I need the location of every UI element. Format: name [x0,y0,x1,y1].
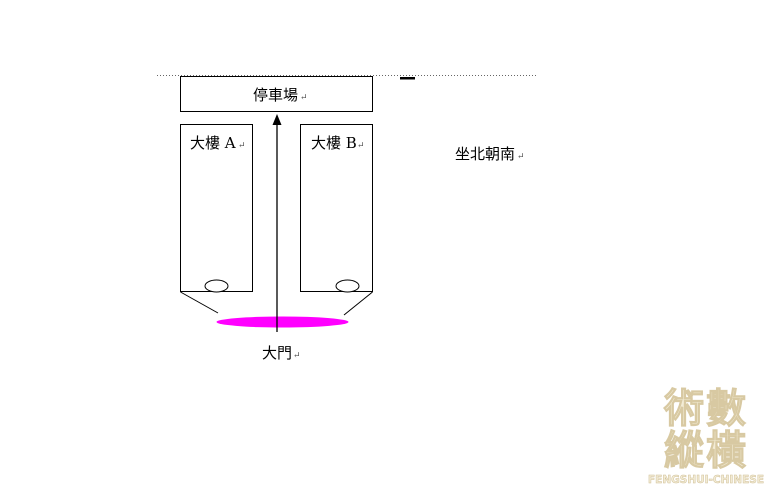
dash-marker [400,77,415,80]
watermark-line1: 術數 [663,385,748,432]
building-a-splay-line [180,291,219,314]
building-a-label: 大樓 A [190,134,236,152]
orientation-label: 坐北朝南 [455,145,515,163]
watermark-line2: 縱橫 [664,427,748,474]
building-a-entrance [204,279,229,293]
building-b-entrance [335,279,360,293]
building-b-para-mark: ↵ [357,141,365,151]
gate-label: 大門 [262,344,292,362]
parking-para-mark: ↵ [300,93,308,103]
entry-arrow-head [272,114,282,125]
building-b-splay-line [343,291,373,316]
building-b-label: 大樓 B [311,134,357,152]
building-a-para-mark: ↵ [238,141,246,151]
gate-pool [216,316,349,328]
building-b-box [300,124,373,292]
watermark-logo: 術數 縱橫 FENGSHUI-CHINESE [648,385,765,487]
parking-label: 停車場 [253,86,298,104]
watermark-site: FENGSHUI-CHINESE [648,474,764,486]
gate-para-mark: ↵ [293,351,301,361]
building-a-box [180,124,253,292]
orientation-para-mark: ↵ [517,152,525,162]
parking-box [180,76,373,112]
